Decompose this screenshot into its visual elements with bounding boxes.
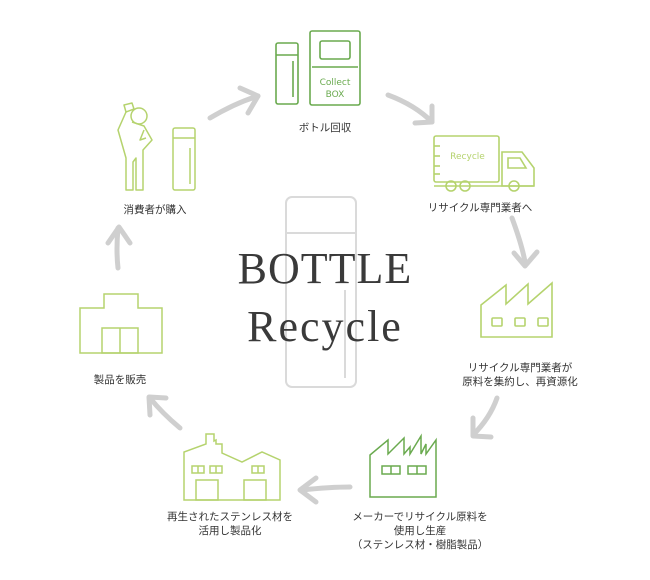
collect-box-icon bbox=[275, 30, 361, 106]
title-line-1: BOTTLE bbox=[237, 244, 413, 293]
step-label-reprocess-2: 原料を集約し、再資源化 bbox=[462, 376, 578, 388]
step-label-productize-1: 再生されたステンレス材を bbox=[167, 511, 293, 523]
step-label-collect: ボトル回収 bbox=[298, 122, 352, 134]
step-label-purchase: 消費者が購入 bbox=[123, 204, 187, 216]
step-label-manufacture-2: 使用し生産 bbox=[393, 525, 447, 537]
step-label-manufacture-3: （ステンレス材・樹脂製品） bbox=[351, 539, 489, 551]
step-label-transport: リサイクル専門業者へ bbox=[427, 202, 533, 214]
step-label-sell: 製品を販売 bbox=[93, 374, 147, 386]
collect-box-text-1: Collect bbox=[319, 78, 351, 88]
recycle-truck-icon bbox=[433, 135, 535, 192]
step-label-manufacture-1: メーカーでリサイクル原料を bbox=[352, 511, 488, 523]
workshop-icon bbox=[183, 433, 281, 501]
store-icon bbox=[79, 293, 163, 354]
arrow-sell-to-purchase bbox=[105, 224, 133, 271]
arrow-reprocess-to-manufacture bbox=[470, 395, 500, 440]
arrow-purchase-to-collect bbox=[207, 85, 261, 121]
title-line-2: Recycle bbox=[247, 302, 403, 351]
arrow-transport-to-reprocess bbox=[509, 215, 540, 269]
manufacturer-factory-icon bbox=[369, 433, 437, 498]
step-label-reprocess-1: リサイクル専門業者が bbox=[467, 362, 573, 374]
arrow-productize-to-sell bbox=[146, 394, 183, 431]
consumer-drinking-icon bbox=[117, 102, 196, 191]
truck-text: Recycle bbox=[450, 152, 485, 162]
collect-box-text-2: BOX bbox=[325, 90, 345, 100]
arrow-collect-to-transport bbox=[385, 92, 435, 126]
arrow-manufacture-to-productize bbox=[297, 475, 353, 505]
factory-icon bbox=[480, 281, 553, 338]
step-label-productize-2: 活用し製品化 bbox=[198, 525, 262, 537]
